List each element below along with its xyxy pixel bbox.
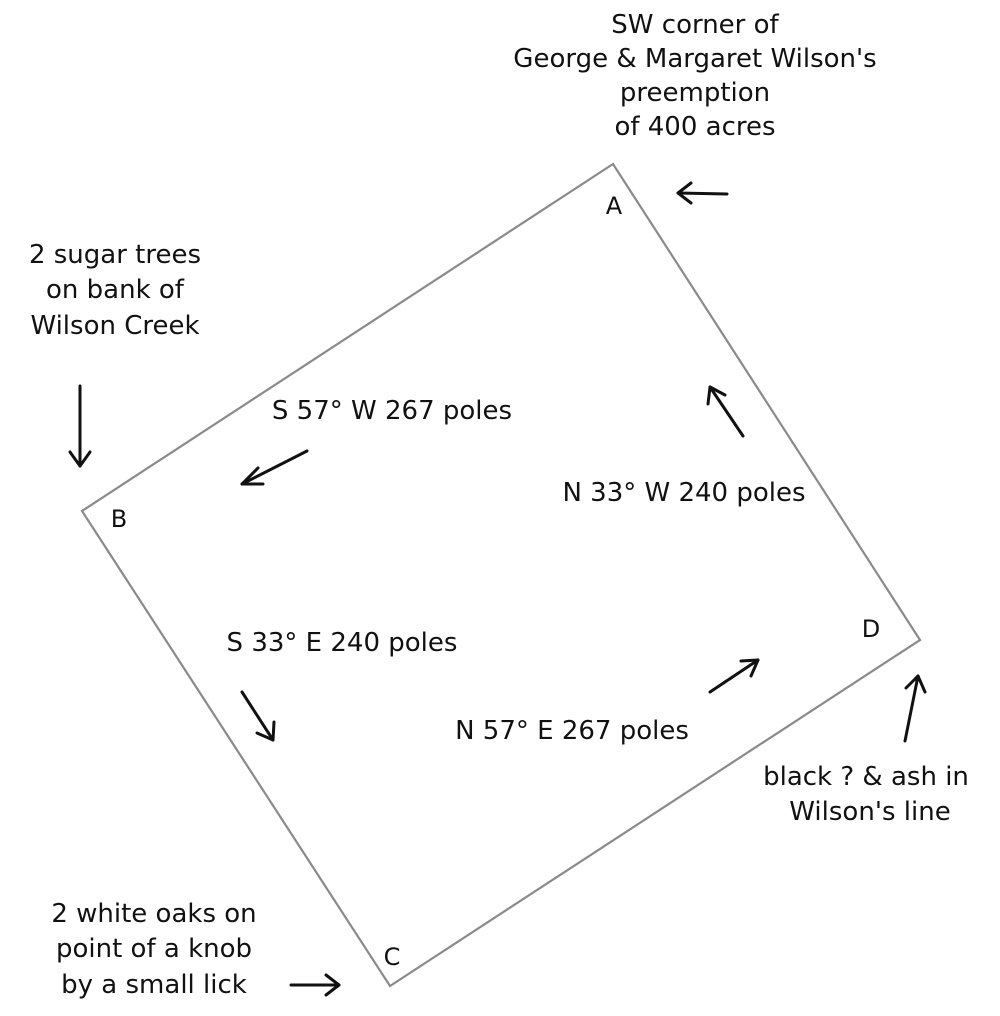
arrow-course-c-to-d-icon: [708, 658, 760, 694]
corner-c-line-3: by a small lick: [61, 970, 247, 1000]
course-b-to-c-label: S 33° E 240 poles: [227, 628, 458, 658]
corner-c-line-1: 2 white oaks on: [51, 899, 256, 929]
corner-b-line-2: on bank of: [46, 275, 185, 305]
tract-boundary: [80, 162, 922, 988]
arrow-to-corner-a-icon: [676, 181, 729, 205]
corner-a-label: A: [606, 192, 623, 220]
corner-d-label: D: [862, 615, 880, 643]
course-a-to-b-label: S 57° W 267 poles: [272, 396, 512, 426]
corner-b-line-3: Wilson Creek: [30, 311, 199, 341]
corner-d-line-1: black ? & ash in: [763, 762, 969, 792]
arrow-course-b-to-c-icon: [240, 690, 276, 742]
arrow-course-a-to-b-icon: [240, 449, 309, 486]
corner-b-label: B: [111, 505, 127, 533]
course-d-to-a-label: N 33° W 240 poles: [562, 478, 805, 508]
arrow-to-corner-d-icon: [903, 674, 927, 743]
arrow-to-corner-b-icon: [68, 384, 92, 468]
corner-b-description: 2 sugar trees on bank of Wilson Creek: [29, 240, 201, 341]
corner-c-label: C: [384, 943, 401, 971]
corner-a-line-2: George & Margaret Wilson's: [513, 44, 876, 74]
arrow-course-d-to-a-icon: [706, 385, 745, 438]
corner-a-description: SW corner of George & Margaret Wilson's …: [513, 10, 876, 142]
course-c-to-d-label: N 57° E 267 poles: [455, 716, 689, 746]
corner-b-line-1: 2 sugar trees: [29, 240, 201, 270]
arrow-to-corner-c-icon: [289, 973, 341, 997]
corner-c-line-2: point of a knob: [56, 934, 252, 964]
corner-d-line-2: Wilson's line: [789, 797, 950, 827]
corner-d-description: black ? & ash in Wilson's line: [763, 762, 969, 827]
corner-a-line-4: of 400 acres: [614, 112, 775, 142]
corner-a-line-3: preemption: [620, 78, 770, 108]
corner-c-description: 2 white oaks on point of a knob by a sma…: [51, 899, 256, 1000]
corner-a-line-1: SW corner of: [611, 10, 779, 40]
